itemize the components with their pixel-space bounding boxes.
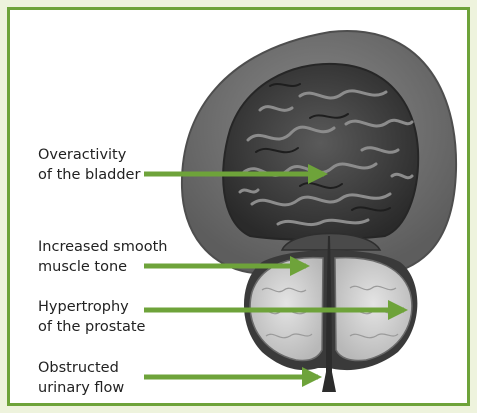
label-smooth-muscle-line1: Increased smooth bbox=[38, 237, 167, 257]
label-obstructed-line2: urinary flow bbox=[38, 378, 124, 398]
label-obstructed-line1: Obstructed bbox=[38, 358, 124, 378]
label-obstructed: Obstructed urinary flow bbox=[38, 358, 124, 398]
label-hypertrophy-line2: of the prostate bbox=[38, 317, 145, 337]
label-hypertrophy: Hypertrophy of the prostate bbox=[38, 297, 145, 337]
label-overactivity-line2: of the bladder bbox=[38, 165, 140, 185]
label-smooth-muscle-line2: muscle tone bbox=[38, 257, 167, 277]
label-smooth-muscle: Increased smooth muscle tone bbox=[38, 237, 167, 277]
label-overactivity-line1: Overactivity bbox=[38, 145, 140, 165]
label-hypertrophy-line1: Hypertrophy bbox=[38, 297, 145, 317]
label-overactivity: Overactivity of the bladder bbox=[38, 145, 140, 185]
